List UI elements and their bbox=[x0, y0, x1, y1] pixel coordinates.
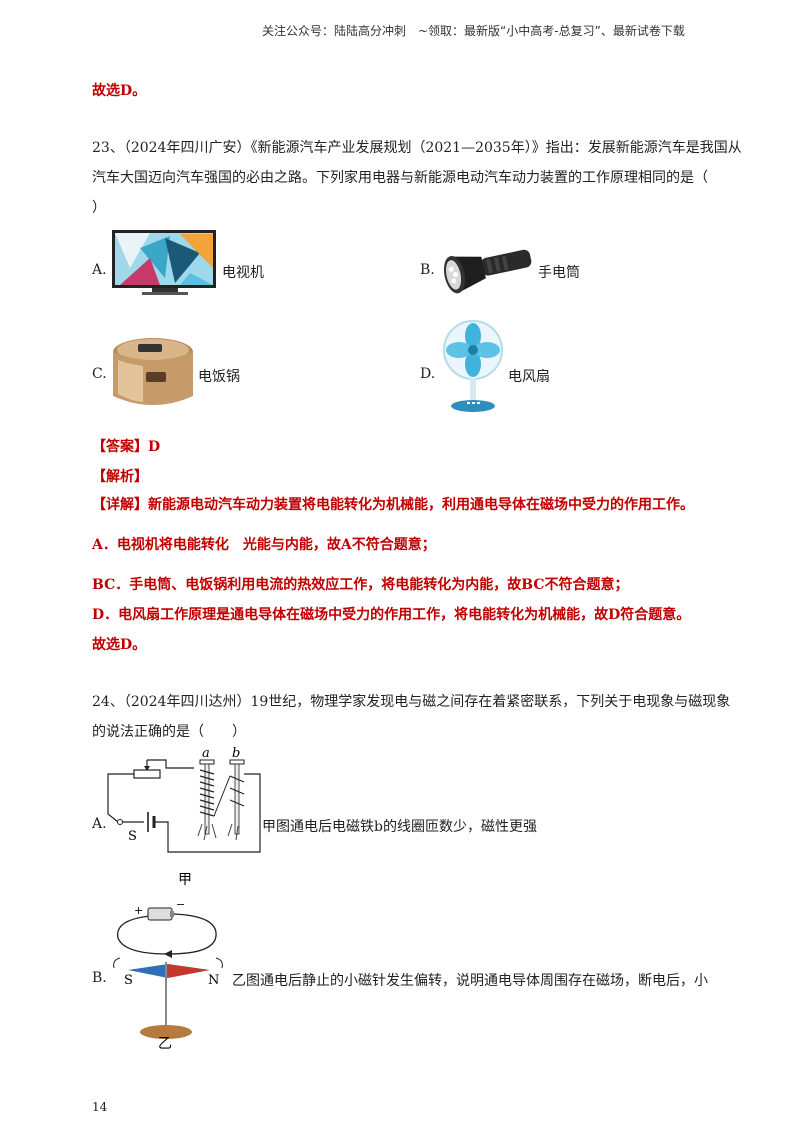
q24-stem-line2: 的说法正确的是（ ） bbox=[92, 724, 246, 740]
q23-option-c-text: 电饭锅 bbox=[198, 369, 240, 385]
q23-option-b-letter: B. bbox=[420, 262, 435, 278]
fig-b-label-n: N bbox=[208, 973, 219, 988]
fig-a-label-a: a bbox=[202, 746, 210, 761]
tv-icon bbox=[110, 228, 220, 298]
q24-option-a-letter: A. bbox=[92, 816, 107, 832]
electromagnet-circuit-diagram: a b S 甲 bbox=[104, 746, 264, 892]
q23-option-b-text: 手电筒 bbox=[538, 265, 580, 281]
q23-option-d-text: 电风扇 bbox=[508, 369, 550, 385]
fig-b-label-s: S bbox=[124, 973, 133, 988]
q23-option-a-text: 电视机 bbox=[222, 265, 264, 281]
q23-explain-a: A．电视机将电能转化 光能与内能，故A不符合题意； bbox=[92, 537, 436, 553]
fig-a-caption: 甲 bbox=[178, 872, 192, 888]
q23-analysis-title: 【解析】 bbox=[92, 469, 148, 485]
previous-conclusion: 故选D。 bbox=[92, 83, 147, 99]
q23-explain-d: D．电风扇工作原理是通电导体在磁场中受力的作用工作，将电能转化为机械能，故D符合… bbox=[92, 607, 691, 623]
q23-conclusion: 故选D。 bbox=[92, 637, 147, 653]
fig-a-label-b: b bbox=[232, 746, 240, 761]
fig-b-caption: 乙 bbox=[158, 1036, 172, 1050]
compass-needle-diagram: + − S N 乙 bbox=[108, 898, 230, 1050]
fig-a-label-s: S bbox=[128, 829, 137, 844]
page-number: 14 bbox=[92, 1100, 108, 1114]
fig-b-minus: − bbox=[176, 898, 185, 911]
q23-detail: 【详解】新能源电动汽车动力装置将电能转化为机械能，利用通电导体在磁场中受力的作用… bbox=[92, 497, 694, 513]
q23-option-c-letter: C. bbox=[92, 366, 107, 382]
q23-option-a-letter: A. bbox=[92, 262, 107, 278]
q23-stem-line2: 汽车大国迈向汽车强国的必由之路。下列家用电器与新能源电动汽车动力装置的工作原理相… bbox=[92, 170, 708, 186]
flashlight-icon bbox=[436, 238, 536, 300]
q23-stem-line3: ） bbox=[92, 200, 106, 216]
page-header: 关注公众号：陆陆高分冲刺 ~领取：最新版“小中高考-总复习”、最新试卷下载 bbox=[262, 24, 685, 38]
q23-option-d-letter: D. bbox=[420, 366, 436, 382]
q24-option-b-text: 乙图通电后静止的小磁针发生偏转，说明通电导体周围存在磁场，断电后，小 bbox=[232, 973, 708, 989]
fig-b-plus: + bbox=[134, 904, 143, 917]
rice-cooker-icon bbox=[108, 330, 198, 416]
q23-stem-line1: 23、（2024年四川广安）《新能源汽车产业发展规划（2021—2035年）》指… bbox=[92, 140, 742, 156]
q23-explain-bc: BC．手电筒、电饭锅利用电流的热效应工作，将电能转化为内能，故BC不符合题意； bbox=[92, 577, 629, 593]
q24-option-b-letter: B. bbox=[92, 970, 107, 986]
electric-fan-icon bbox=[440, 318, 506, 414]
q23-answer: 【答案】D bbox=[92, 439, 161, 455]
q24-stem-line1: 24、（2024年四川达州）19世纪，物理学家发现电与磁之间存在着紧密联系，下列… bbox=[92, 694, 731, 710]
q24-option-a-text: 甲图通电后电磁铁b的线圈匝数少，磁性更强 bbox=[262, 819, 537, 835]
